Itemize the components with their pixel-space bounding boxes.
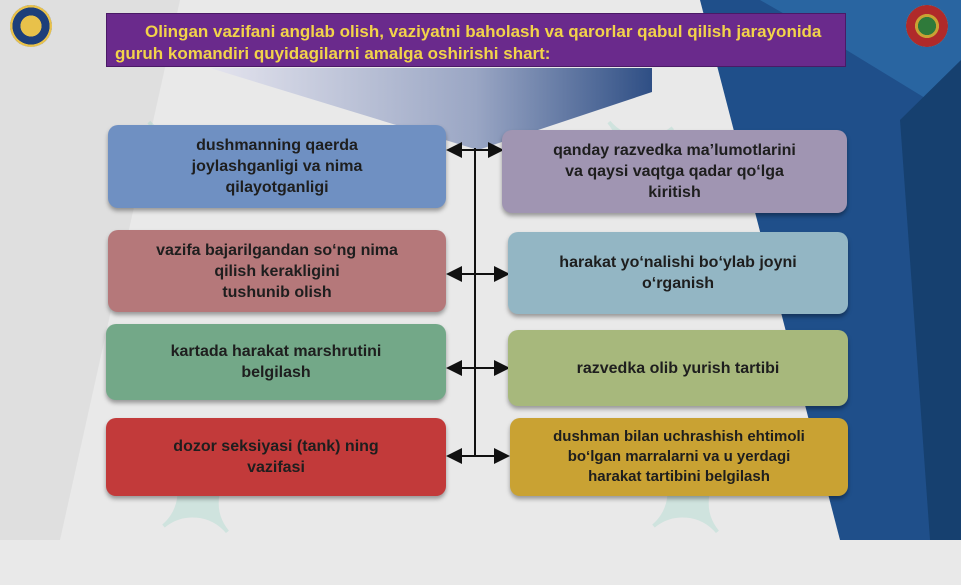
left-box-1: dushmanning qaerda joylashganligi va nim… <box>108 125 446 208</box>
funnel-shape <box>210 68 652 150</box>
left-box-3: kartada harakat marshrutini belgilash <box>106 324 446 400</box>
right-box-4: dushman bilan uchrashish ehtimoli bo‘lga… <box>510 418 848 496</box>
right-box-3: razvedka olib yurish tartibi <box>508 330 848 406</box>
page-title: Olingan vazifani anglab olish, vaziyatni… <box>106 13 846 67</box>
left-box-2: vazifa bajarilgandan so‘ng nima qilish k… <box>108 230 446 312</box>
connector-lines <box>446 142 510 464</box>
right-box-1: qanday razvedka ma’lumotlarini va qaysi … <box>502 130 847 213</box>
academy-emblem-icon <box>906 5 948 47</box>
left-box-4: dozor seksiyasi (tank) ning vazifasi <box>106 418 446 496</box>
right-box-2: harakat yo‘nalishi bo‘ylab joyni o‘rgani… <box>508 232 848 314</box>
emblem-icon <box>10 5 52 47</box>
